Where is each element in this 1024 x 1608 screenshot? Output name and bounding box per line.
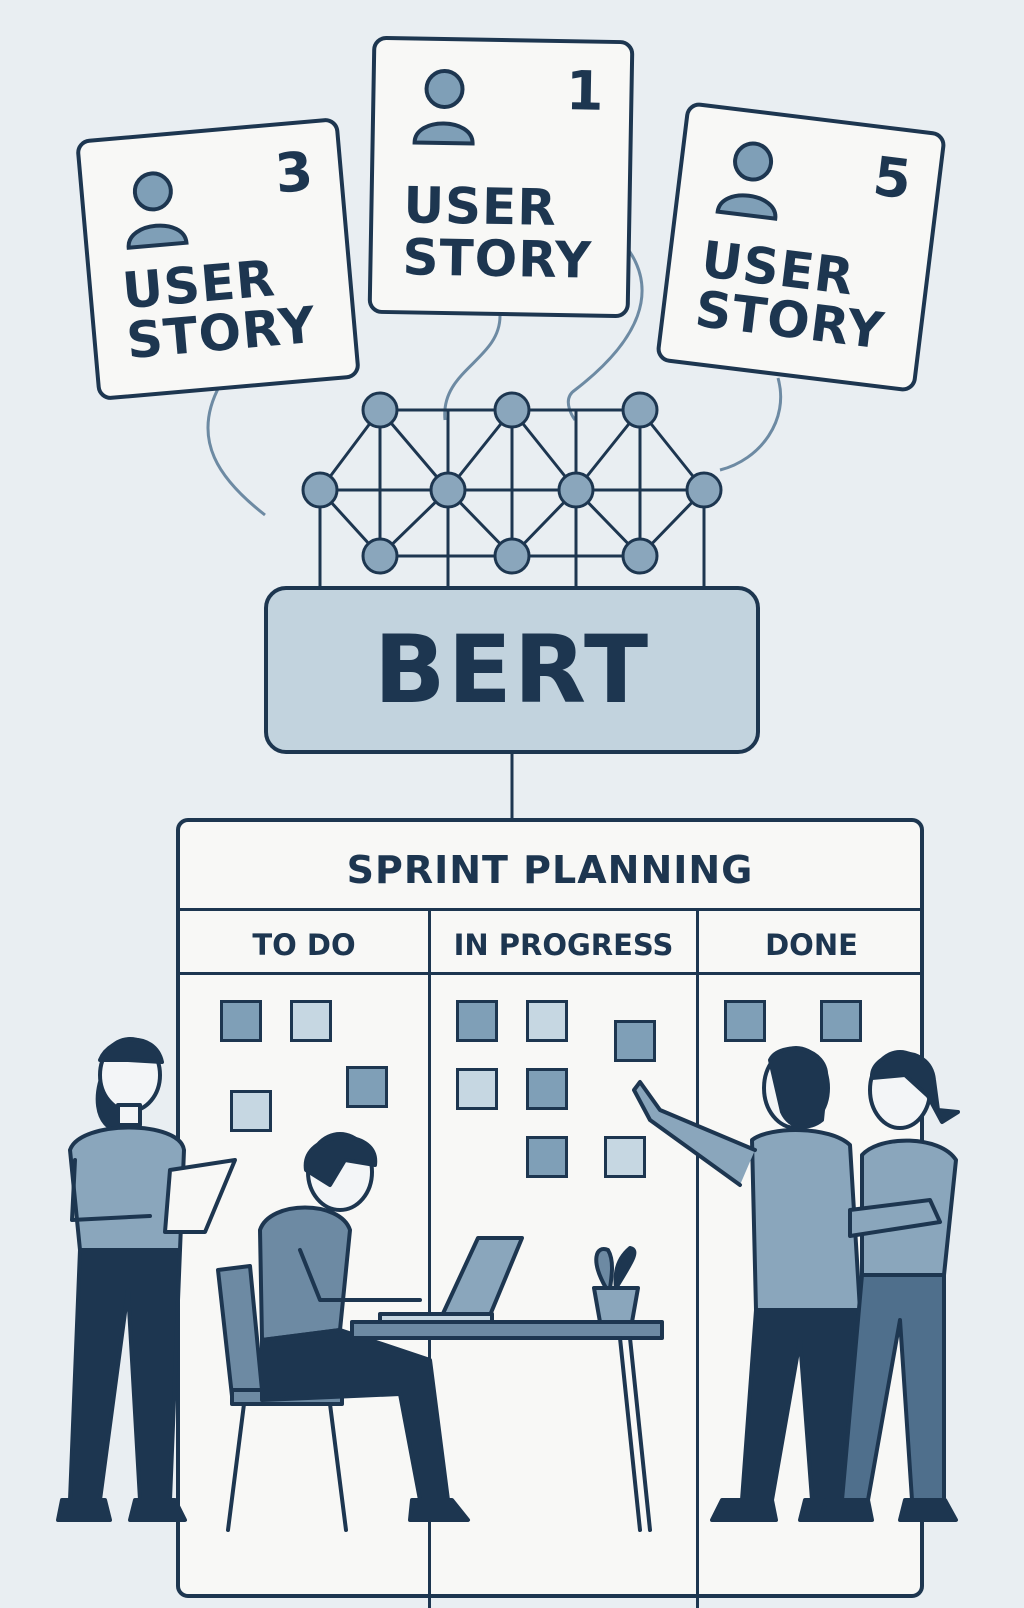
task-card [346,1066,388,1108]
bert-label: BERT [373,615,651,725]
column-header-done: DONE [765,928,858,962]
team-illustration [56,1037,960,1532]
column-divider-1 [428,908,431,1608]
task-card [820,1000,862,1042]
column-divider-2 [696,908,699,1608]
neural-network-icon [301,391,723,586]
user-story-card-3: 3 USER STORY [75,116,361,402]
potted-plant-icon [592,1246,640,1324]
task-card [614,1020,656,1062]
connector-card-5 [719,377,783,472]
connector-card-3 [206,384,266,517]
connector-card-1 [443,315,502,421]
task-card [290,1000,332,1042]
bert-model-box: BERT [264,586,760,754]
board-header-divider [180,908,920,911]
task-card [724,1000,766,1042]
woman-with-tablet [56,1037,237,1522]
task-card [456,1068,498,1110]
task-card [526,1068,568,1110]
woman-arms-crossed [818,1050,960,1522]
man-pointing [632,1046,862,1522]
task-card [230,1090,272,1132]
task-card [604,1136,646,1178]
board-title: SPRINT PLANNING [346,848,754,892]
task-card [526,1136,568,1178]
user-icon [412,69,475,146]
connector-card-1b [566,244,644,421]
user-story-card-1: 1 USER STORY [367,35,635,319]
card-connectors [206,244,783,517]
laptop-icon [378,1236,524,1324]
desk [350,1320,664,1532]
task-card [526,1000,568,1042]
task-card [220,1000,262,1042]
diagram-canvas [206,244,783,818]
task-card [456,1000,498,1042]
user-icon [126,171,189,250]
column-header-divider [180,972,920,975]
column-header-in-progress: IN PROGRESS [453,928,674,962]
user-icon [715,141,778,221]
user-story-card-5: 5 USER STORY [655,101,947,393]
column-header-todo: TO DO [252,928,356,962]
